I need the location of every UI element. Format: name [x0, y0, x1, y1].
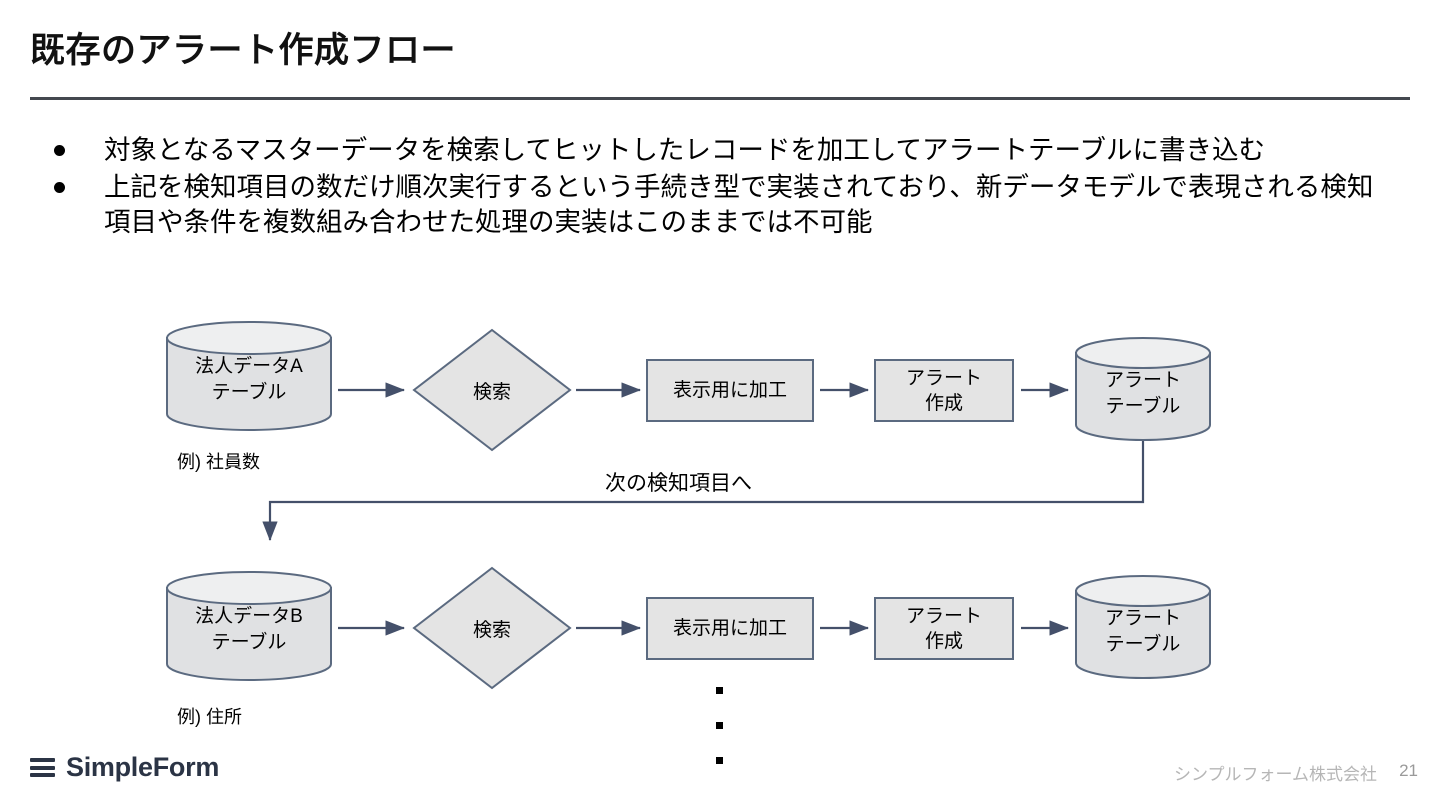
- source-database-a-caption: 例) 社員数: [177, 452, 260, 472]
- bullet-list: 対象となるマスターデータを検索してヒットしたレコードを加工してアラートテーブルに…: [46, 133, 1376, 242]
- hamburger-logo-icon: [30, 758, 55, 777]
- bullet-text: 上記を検知項目の数だけ順次実行するという手続き型で実装されており、新データモデル…: [104, 172, 1374, 237]
- db-label-line1: 法人データB: [195, 606, 303, 627]
- title-divider: [30, 97, 1410, 100]
- ellipsis-dot: [716, 757, 723, 764]
- ellipsis-dot: [716, 722, 723, 729]
- decision-search-row2-label: 検索: [472, 619, 511, 641]
- list-item: 対象となるマスターデータを検索してヒットしたレコードを加工してアラートテーブルに…: [46, 133, 1376, 168]
- db-label-line1: アラート: [1104, 607, 1181, 629]
- brand-logo: SimpleForm: [30, 752, 219, 783]
- footer-company-name: シンプルフォーム株式会社: [1174, 765, 1377, 784]
- process-format-row1-label: 表示用に加工: [672, 380, 787, 401]
- process-create-alert-row2-line2: 作成: [924, 630, 963, 652]
- alert-table-row1-label: アラート テーブル: [1074, 337, 1212, 442]
- source-database-a: 法人データA テーブル: [165, 320, 333, 432]
- alert-table-row2-label: アラート テーブル: [1074, 575, 1212, 680]
- page-number: 21: [1399, 761, 1418, 780]
- process-format-row1: 表示用に加工: [646, 359, 814, 422]
- page-title: 既存のアラート作成フロー: [30, 31, 457, 70]
- db-label-line2: テーブル: [1105, 633, 1181, 655]
- db-label-line2: テーブル: [1105, 395, 1181, 417]
- decision-search-row1-label: 検索: [472, 381, 511, 403]
- decision-search-row1: 検索: [412, 328, 572, 452]
- source-database-b-caption: 例) 住所: [177, 707, 242, 727]
- process-create-alert-row1-line1: アラート: [905, 367, 982, 389]
- ellipsis-dot: [716, 687, 723, 694]
- db-label-line2: テーブル: [211, 632, 287, 653]
- loop-label: 次の検知項目へ: [605, 472, 752, 495]
- bullet-text: 対象となるマスターデータを検索してヒットしたレコードを加工してアラートテーブルに…: [104, 135, 1265, 165]
- alert-table-row1: アラート テーブル: [1074, 337, 1212, 442]
- brand-logo-text: SimpleForm: [66, 752, 220, 782]
- bullet-dot-icon: [54, 145, 65, 156]
- process-create-alert-row2: アラート 作成: [874, 597, 1014, 660]
- source-database-b-label: 法人データB テーブル: [165, 570, 333, 682]
- process-create-alert-row1-line2: 作成: [924, 392, 963, 414]
- process-create-alert-row1: アラート 作成: [874, 359, 1014, 422]
- list-item: 上記を検知項目の数だけ順次実行するという手続き型で実装されており、新データモデル…: [46, 170, 1376, 240]
- db-label-line1: アラート: [1104, 369, 1181, 391]
- source-database-b: 法人データB テーブル: [165, 570, 333, 682]
- db-label-line1: 法人データA: [195, 356, 303, 377]
- alert-table-row2: アラート テーブル: [1074, 575, 1212, 680]
- process-format-row2: 表示用に加工: [646, 597, 814, 660]
- decision-search-row2: 検索: [412, 566, 572, 690]
- process-create-alert-row2-line1: アラート: [905, 605, 982, 627]
- db-label-line2: テーブル: [211, 382, 287, 403]
- bullet-dot-icon: [54, 182, 65, 193]
- source-database-a-label: 法人データA テーブル: [165, 320, 333, 432]
- process-format-row2-label: 表示用に加工: [672, 618, 787, 639]
